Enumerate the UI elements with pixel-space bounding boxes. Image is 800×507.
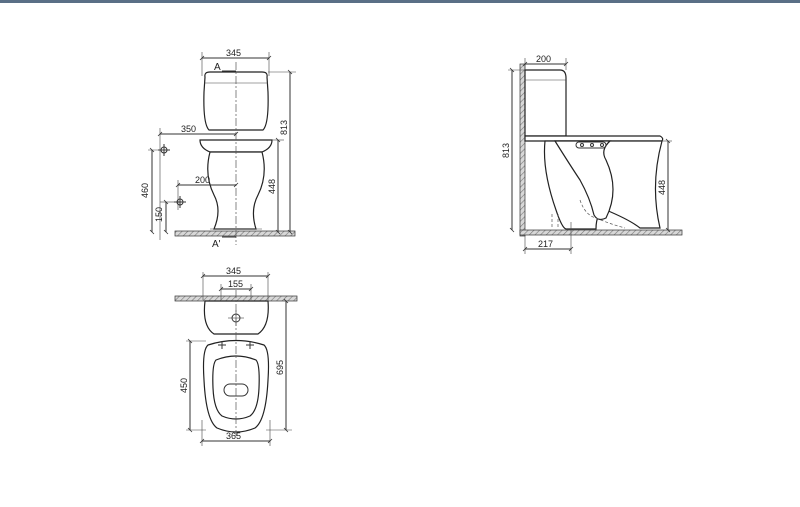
- side-view: 200 813 448 217: [501, 54, 683, 254]
- top-seat-opening: [212, 355, 260, 420]
- dim-top-bowl-450: 450: [179, 378, 189, 393]
- side-cistern: [524, 69, 567, 137]
- section-mark-a-prime: A': [212, 239, 221, 250]
- front-floor: [174, 230, 296, 237]
- section-mark-a: A: [214, 62, 221, 73]
- side-hinge: [575, 141, 607, 149]
- dim-side-depth-200: 200: [536, 54, 551, 64]
- side-trap: [553, 140, 614, 221]
- dim-front-height-813: 813: [279, 120, 289, 135]
- dim-top-width-345: 345: [226, 266, 241, 276]
- top-accent-bar: [0, 0, 800, 3]
- side-bowl-rim: [524, 135, 664, 142]
- dim-top-depth-695: 695: [275, 360, 285, 375]
- top-view: 345 155 450 695 365: [174, 266, 298, 446]
- side-floor: [519, 229, 683, 236]
- dim-front-height-460: 460: [140, 183, 150, 198]
- front-view: A A' 345 350 200 460: [140, 48, 296, 250]
- dim-front-height-150: 150: [154, 207, 164, 222]
- top-cistern: [203, 300, 269, 335]
- dim-front-width-345: 345: [226, 48, 241, 58]
- dim-top-inner-155: 155: [228, 279, 243, 289]
- dim-side-height-448: 448: [657, 180, 667, 195]
- dim-side-height-813: 813: [501, 143, 511, 158]
- dim-front-height-448: 448: [267, 179, 277, 194]
- dim-top-width-365: 365: [226, 431, 241, 441]
- dim-front-offset-350: 350: [181, 124, 196, 134]
- side-wall: [519, 63, 526, 237]
- dim-side-outlet-217: 217: [538, 239, 553, 249]
- dim-front-offset-200: 200: [195, 175, 210, 185]
